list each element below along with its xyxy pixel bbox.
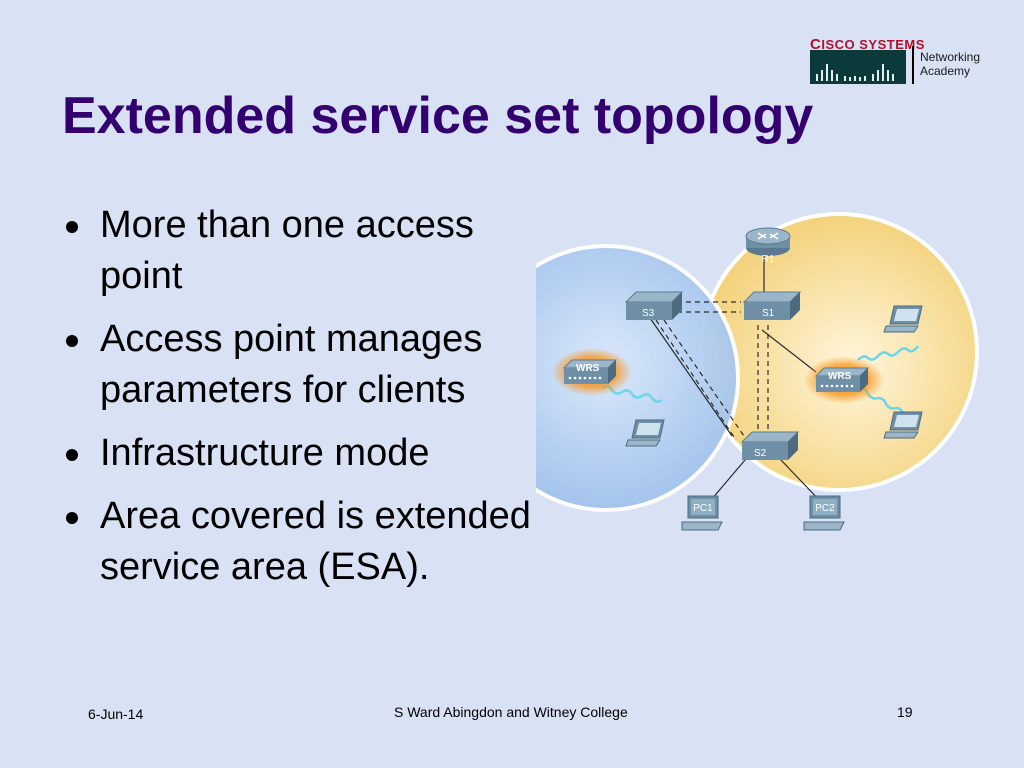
wireless-router-left: WRS <box>552 348 632 396</box>
cisco-bridge-icon <box>810 50 906 84</box>
switch-s1: S1 <box>742 291 802 320</box>
bullet-list: More than one access point Access point … <box>62 200 542 605</box>
networking-academy-text: Networking Academy <box>920 50 981 78</box>
pc-label: PC2 <box>815 503 835 514</box>
pc1-workstation: PC1 <box>681 495 723 531</box>
cisco-networking-academy-logo: CISCO SYSTEMS Networking Academy <box>808 36 988 86</box>
bullet-text: Infrastructure mode <box>100 432 430 474</box>
wireless-router-right: WRS <box>804 356 884 404</box>
wrs-label: WRS <box>576 363 600 374</box>
router-r1: R1 <box>745 227 791 265</box>
bullet-item: Area covered is extended service area (E… <box>62 491 542 593</box>
switch-label: S2 <box>754 448 767 459</box>
switch-label: S1 <box>762 308 775 319</box>
bullet-dot-icon <box>66 449 78 461</box>
cisco-systems-wordmark: CISCO SYSTEMS <box>810 36 925 53</box>
laptop-icon <box>883 411 923 439</box>
s3-s2-link <box>649 317 733 437</box>
footer-date: 6-Jun-14 <box>88 706 144 722</box>
bullet-dot-icon <box>66 221 78 233</box>
laptop-icon <box>883 305 923 333</box>
laptop-icon <box>625 419 665 447</box>
pc2-workstation: PC2 <box>803 495 845 531</box>
slide-title: Extended service set topology <box>62 87 814 145</box>
bullet-item: More than one access point <box>62 200 542 302</box>
switch-s3: S3 <box>624 291 684 320</box>
ess-topology-diagram: R1 S1 S3 S2 WRS <box>536 212 979 531</box>
wrs-label: WRS <box>828 371 852 382</box>
bullet-text: More than one access point <box>100 204 474 297</box>
switch-s2: S2 <box>740 431 800 460</box>
bullet-text: Access point manages parameters for clie… <box>100 318 483 411</box>
pc-label: PC1 <box>693 503 713 514</box>
logo-divider <box>912 46 914 84</box>
bullet-text: Area covered is extended service area (E… <box>100 495 531 588</box>
bullet-item: Infrastructure mode <box>62 428 542 479</box>
bullet-item: Access point manages parameters for clie… <box>62 314 542 416</box>
router-label: R1 <box>762 254 775 265</box>
bullet-dot-icon <box>66 335 78 347</box>
footer-author: S Ward Abingdon and Witney College <box>394 704 628 720</box>
bullet-dot-icon <box>66 512 78 524</box>
switch-label: S3 <box>642 308 655 319</box>
footer-page-number: 19 <box>897 704 913 720</box>
